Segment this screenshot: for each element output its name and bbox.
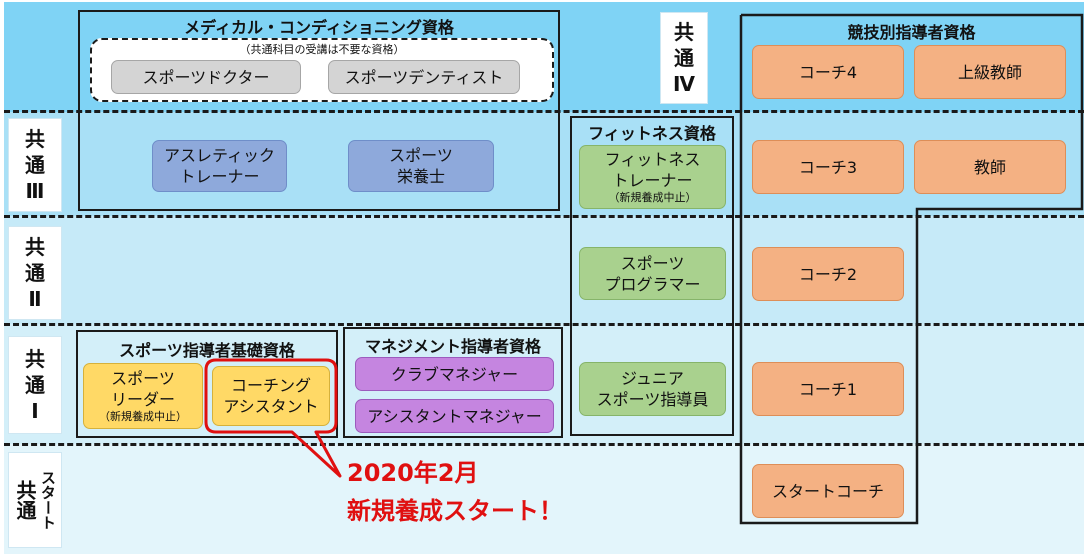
separator: [4, 215, 1084, 218]
start-coach-label: スタートコーチ: [771, 481, 884, 501]
fitness-title: フィットネス資格: [588, 124, 716, 143]
band-start: [4, 444, 1084, 554]
fitness-trainer-label: フィットネス: [604, 150, 701, 169]
fitness-trainer-box[interactable]: フィットネス トレーナー （新規養成中止）: [579, 145, 726, 209]
start-coach-box[interactable]: スタートコーチ: [752, 464, 904, 518]
separator: [4, 110, 1084, 113]
sports-leader-label: スポーツ: [111, 369, 175, 388]
fitness-trainer-label: トレーナー: [612, 171, 693, 190]
sports-programmer-label: スポーツ: [620, 253, 685, 273]
level-char: Ⅱ: [28, 287, 42, 311]
level-label-common4: 共 通 Ⅳ: [660, 12, 708, 104]
teacher-label: 教師: [973, 157, 1006, 177]
junior-instructor-label: ジュニア: [621, 369, 684, 388]
level-char: 共: [25, 235, 45, 259]
level-char: 通: [25, 373, 45, 397]
level-label-common1: 共 通 Ⅰ: [8, 336, 62, 434]
sports-leader-box[interactable]: スポーツ リーダー （新規養成中止）: [83, 363, 203, 429]
level-char: Ⅰ: [31, 399, 39, 423]
level-label-start: スタート 共通: [8, 452, 62, 548]
assistant-manager-label: アシスタントマネジャー: [367, 406, 542, 426]
level-char: 通: [25, 261, 45, 285]
sports-dentist-label: スポーツデンティスト: [344, 67, 504, 87]
level-char: 共: [674, 20, 694, 44]
sports-dentist-box[interactable]: スポーツデンティスト: [328, 60, 520, 94]
sports-dietitian-label: スポーツ: [389, 146, 453, 165]
coach2-label: コーチ2: [798, 264, 858, 284]
club-manager-box[interactable]: クラブマネジャー: [355, 357, 554, 391]
coaching-assistant-label: アシスタント: [223, 397, 319, 416]
level-start-text: スタート: [39, 470, 57, 530]
medical-title: メディカル・コンディショニング資格: [184, 18, 454, 37]
coach4-box[interactable]: コーチ4: [752, 45, 904, 99]
basic-title: スポーツ指導者基礎資格: [119, 341, 295, 360]
separator: [4, 323, 1084, 326]
fitness-frame: [570, 116, 734, 436]
junior-instructor-label: スポーツ指導員: [596, 390, 709, 409]
level-char: 共: [25, 127, 45, 151]
sports-leader-note: （新規養成中止）: [99, 410, 187, 423]
athletic-trainer-box[interactable]: アスレティック トレーナー: [152, 140, 287, 192]
sports-leader-label: リーダー: [110, 390, 175, 409]
band-common2: [4, 216, 1084, 324]
sport-specific-title: 競技別指導者資格: [847, 23, 976, 42]
coaching-assistant-box[interactable]: コーチング アシスタント: [212, 366, 330, 426]
senior-teacher-box[interactable]: 上級教師: [914, 45, 1066, 99]
sports-programmer-label: プログラマー: [604, 274, 701, 294]
management-frame: [343, 327, 563, 438]
management-title: マネジメント指導者資格: [364, 337, 541, 356]
junior-instructor-box[interactable]: ジュニア スポーツ指導員: [579, 362, 726, 416]
coaching-assistant-label: コーチング: [230, 376, 311, 395]
sports-dietitian-box[interactable]: スポーツ 栄養士: [348, 140, 494, 192]
sports-programmer-box[interactable]: スポーツ プログラマー: [579, 247, 726, 300]
coach2-box[interactable]: コーチ2: [752, 247, 904, 301]
sports-dietitian-label: 栄養士: [396, 167, 445, 186]
coach4-label: コーチ4: [798, 62, 858, 82]
callout-date: 2020年2月: [347, 459, 479, 487]
separator: [4, 443, 1084, 446]
athletic-trainer-label: アスレティック: [163, 146, 276, 165]
fitness-trainer-note: （新規養成中止）: [608, 191, 697, 204]
level-char: 通: [674, 46, 694, 70]
coach3-label: コーチ3: [798, 157, 858, 177]
level-char: 通: [25, 153, 45, 177]
athletic-trainer-label: トレーナー: [179, 167, 260, 186]
level-label-common3: 共 通 Ⅲ: [8, 118, 62, 212]
senior-teacher-label: 上級教師: [957, 62, 1022, 82]
coach1-box[interactable]: コーチ1: [752, 362, 904, 416]
level-char: Ⅲ: [25, 179, 45, 203]
level-common-text: 共通: [13, 480, 37, 520]
sports-doctor-box[interactable]: スポーツドクター: [111, 60, 301, 94]
medical-frame: [78, 10, 560, 211]
assistant-manager-box[interactable]: アシスタントマネジャー: [355, 399, 554, 433]
level-char: Ⅳ: [673, 72, 695, 96]
teacher-box[interactable]: 教師: [914, 140, 1066, 194]
club-manager-label: クラブマネジャー: [390, 364, 519, 384]
medical-subtitle: （共通科目の受講は不要な資格）: [239, 43, 405, 56]
coach3-box[interactable]: コーチ3: [752, 140, 904, 194]
sports-doctor-label: スポーツドクター: [142, 67, 270, 87]
level-label-common2: 共 通 Ⅱ: [8, 226, 62, 320]
callout-message: 新規養成スタート！: [347, 497, 563, 525]
level-char: 共: [25, 347, 45, 371]
coach1-label: コーチ1: [798, 379, 858, 399]
